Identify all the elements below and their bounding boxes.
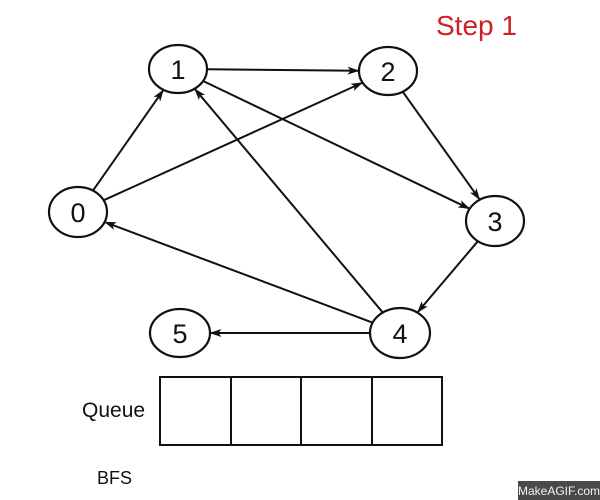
- node-circle: [368, 306, 432, 360]
- node-label: 2: [380, 57, 395, 87]
- graph-nodes: 0 1 2 3 4 5: [47, 43, 526, 360]
- graph-node-3: 3: [464, 194, 526, 248]
- graph-edges: [92, 66, 481, 337]
- node-label: 5: [172, 319, 187, 349]
- edge-1-2: [206, 66, 360, 75]
- node-label: 3: [487, 207, 502, 237]
- queue-label: Queue: [82, 399, 146, 422]
- queue-cell-1: [232, 378, 302, 444]
- node-circle: [47, 185, 109, 239]
- edge-0-2: [103, 81, 364, 202]
- node-circle: [357, 45, 419, 97]
- queue-cell-3: [373, 378, 442, 444]
- queue-cell-2: [302, 378, 373, 444]
- edge-2-3: [401, 91, 481, 201]
- graph-node-5: 5: [148, 307, 212, 359]
- queue-box: [159, 376, 443, 446]
- edge-1-3: [202, 80, 471, 210]
- graph-node-2: 2: [357, 45, 419, 97]
- node-circle: [464, 194, 526, 248]
- graph-node-1: 1: [147, 43, 209, 95]
- node-circle: [147, 43, 209, 95]
- bfs-label: BFS: [97, 468, 133, 488]
- node-circle: [148, 307, 212, 359]
- step-title: Step 1: [436, 10, 517, 41]
- queue-cell-0: [161, 378, 232, 444]
- graph-node-0: 0: [47, 185, 109, 239]
- edge-3-4: [416, 240, 479, 314]
- graph-node-4: 4: [368, 306, 432, 360]
- watermark-badge: MakeAGIF.com: [518, 481, 600, 500]
- node-label: 0: [70, 198, 85, 228]
- edge-0-1: [92, 89, 165, 192]
- edge-4-1: [193, 88, 384, 314]
- node-label: 1: [170, 55, 185, 85]
- edge-4-0: [104, 221, 374, 324]
- node-label: 4: [392, 319, 407, 349]
